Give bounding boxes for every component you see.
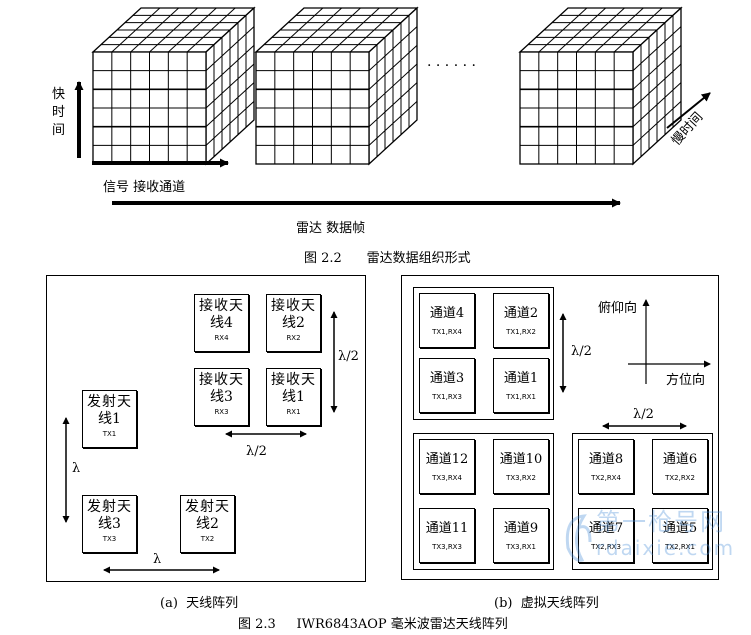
half-lambda-vertical-label-b: λ/2 [571, 344, 592, 359]
receive-channel-axis-label: 信号 接收通道 [103, 180, 186, 195]
rx4-antenna: 接收天 线4 RX4 [194, 294, 249, 352]
azimuth-axis-label: 方位向 [666, 373, 706, 388]
figure-2-2-caption: 图 2.2 雷达数据组织形式 [304, 251, 471, 266]
data-cube-last [518, 6, 683, 166]
tx3-antenna: 发射天 线3 TX3 [82, 495, 137, 553]
rx2-antenna: 接收天 线2 RX2 [266, 294, 321, 352]
ellipsis: · · · · · · [427, 58, 476, 74]
rx1-antenna: 接收天 线1 RX1 [266, 368, 321, 426]
rx3-antenna: 接收天 线3 RX3 [194, 368, 249, 426]
half-lambda-horizontal-label-a: λ/2 [246, 444, 267, 459]
fast-time-axis-label: 快 时 间 [52, 87, 66, 138]
half-lambda-horizontal-label-b: λ/2 [633, 407, 654, 422]
panel-a-label: (a) 天线阵列 [160, 596, 239, 611]
lambda-vertical-label: λ [72, 461, 81, 476]
half-lambda-vertical-label-a: λ/2 [338, 349, 359, 364]
slow-time-arrow [666, 92, 711, 129]
radar-frame-axis-label: 雷达 数据帧 [296, 221, 366, 236]
panel-b-label: (b) 虚拟天线阵列 [494, 596, 599, 611]
tx2-antenna: 发射天 线2 TX2 [180, 495, 235, 553]
data-cube-1 [91, 6, 256, 166]
data-cube-2 [254, 6, 419, 166]
figure-2-3-caption: 图 2.3 IWR6843AOP 毫米波雷达天线阵列 [238, 617, 508, 632]
elevation-axis-label: 俯仰向 [598, 301, 638, 316]
lambda-horizontal-label: λ [153, 552, 162, 567]
tx1-antenna: 发射天 线1 TX1 [82, 390, 137, 448]
